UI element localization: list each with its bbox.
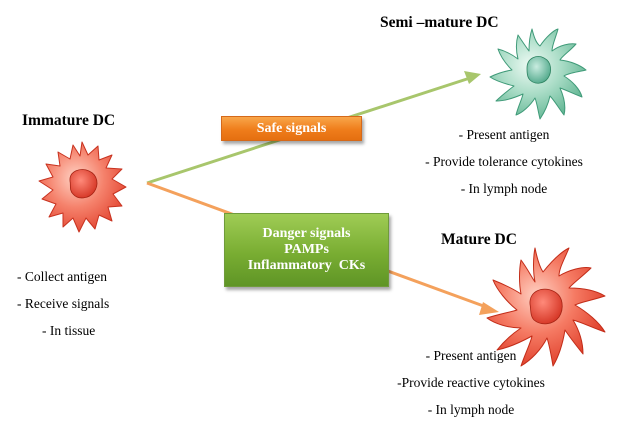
semi-mature-dendritic-cell-icon [489, 28, 587, 120]
immature-dendritic-cell-icon [38, 141, 127, 233]
semi-mature-dc-functions: - Present antigen - Provide tolerance cy… [406, 126, 602, 207]
danger-signals-label: Danger signals [262, 226, 351, 241]
immature-dc-title: Immature DC [22, 112, 116, 129]
list-item: - Collect antigen [17, 269, 107, 284]
list-item: - In lymph node [427, 402, 515, 417]
danger-signals-box: Danger signals PAMPs Inflammatory CKs [224, 213, 389, 287]
list-item: - In tissue [42, 323, 96, 338]
inflammatory-cks-label: Inflammatory CKs [247, 258, 366, 273]
safe-signals-box: Safe signals [221, 116, 362, 141]
mature-dendritic-cell-icon [486, 247, 606, 367]
mature-dc-functions: - Present antigen -Provide reactive cyto… [378, 347, 564, 428]
list-item: - Provide tolerance cytokines [425, 154, 583, 169]
pamps-label: PAMPs [284, 242, 329, 257]
safe-signals-label: Safe signals [256, 120, 327, 136]
list-item: - Receive signals [17, 296, 110, 311]
list-item: - In lymph node [460, 181, 548, 196]
list-item: -Provide reactive cytokines [397, 375, 545, 390]
immature-dc-functions: - Collect antigen - Receive signals - In… [17, 268, 109, 349]
semi-mature-dc-title: Semi –mature DC [380, 14, 499, 31]
list-item: - Present antigen [425, 348, 517, 363]
mature-dc-title: Mature DC [441, 231, 517, 248]
list-item: - Present antigen [458, 127, 550, 142]
